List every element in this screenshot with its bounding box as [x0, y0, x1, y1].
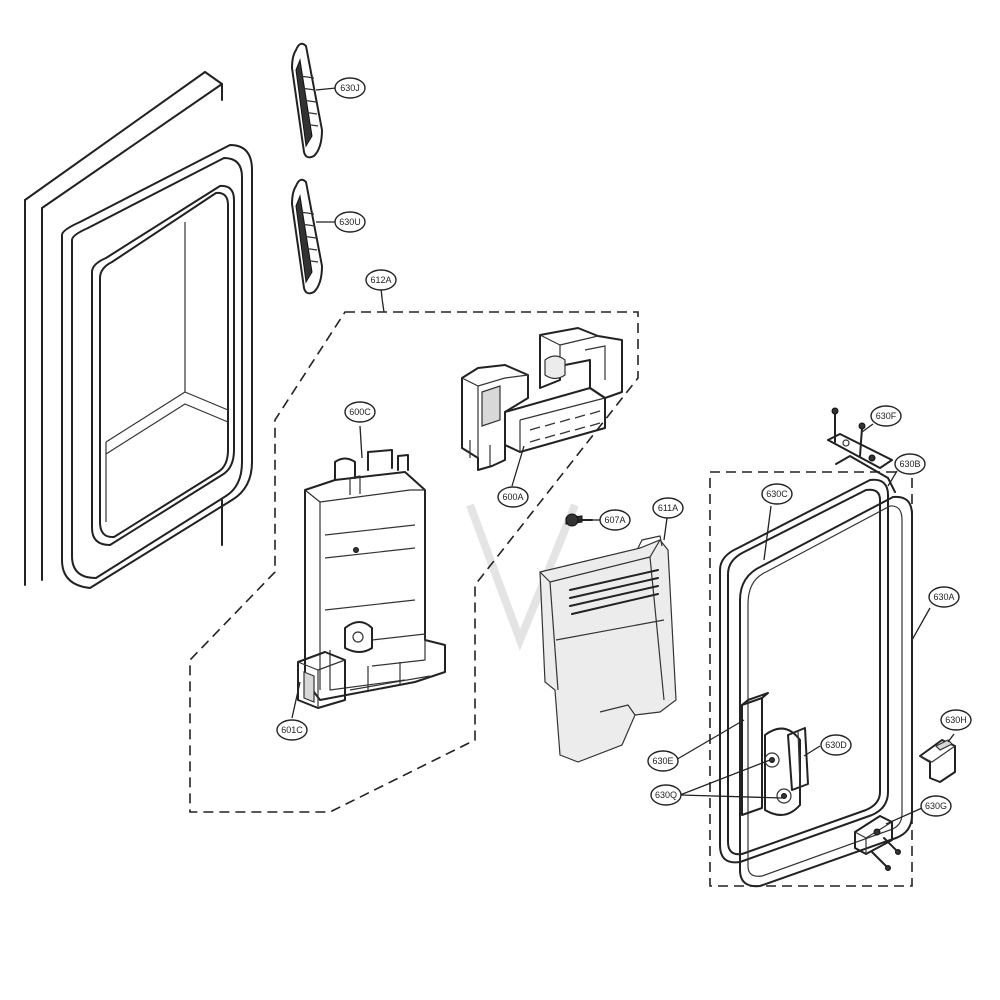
callout-630g: 630G: [920, 795, 952, 817]
callout-label: 630H: [945, 715, 967, 725]
callout-630h: 630H: [940, 709, 972, 731]
callout-612a: 612A: [365, 269, 397, 291]
callout-630f: 630F: [870, 405, 902, 427]
callout-bubble: [650, 784, 682, 806]
callout-600c: 600C: [344, 401, 376, 423]
callout-label: 630C: [766, 489, 788, 499]
callout-label: 611A: [658, 503, 678, 513]
vent-grille-630J: [291, 42, 323, 159]
callout-bubble: [344, 401, 376, 423]
callout-bubble: [276, 719, 308, 741]
callout-label: 630F: [876, 411, 897, 421]
callout-bubble: [652, 497, 684, 519]
watermark: [466, 503, 579, 652]
hinge-block-630H: [919, 739, 956, 783]
hinge-bracket-630F: [827, 407, 893, 469]
callout-607a: 607A: [599, 509, 631, 531]
callout-label: 630J: [340, 83, 360, 93]
callout-label: 630U: [339, 217, 361, 227]
callout-label: 601C: [281, 725, 303, 735]
flap-linkage: [741, 692, 809, 816]
callout-630a: 630A: [928, 586, 960, 608]
callout-bubble: [928, 586, 960, 608]
callout-bubble: [647, 750, 679, 772]
callout-bubble: [334, 77, 366, 99]
callout-bubble: [497, 486, 529, 508]
dispenser-bracket-600C: [304, 449, 446, 701]
assembly-boundary-612A: [189, 311, 639, 813]
callout-label: 612A: [370, 275, 391, 285]
callout-bubble: [334, 211, 366, 233]
callout-bubble: [870, 405, 902, 427]
callout-labels: 630J 630U 612A 600C 600A 607A 611A 601C 630F 630B…: [276, 77, 972, 817]
callout-label: 607A: [604, 515, 625, 525]
callout-bubble: [820, 734, 852, 756]
dispenser-door-630B: [719, 455, 913, 888]
callout-bubble: [761, 483, 793, 505]
ice-maker-600A: [461, 327, 623, 471]
callout-bubble: [599, 509, 631, 531]
leader-lines: [291, 87, 955, 825]
callout-label: 600A: [502, 492, 523, 502]
callout-bubble: [365, 269, 397, 291]
callout-630d: 630D: [820, 734, 852, 756]
callout-630e: 630E: [647, 750, 679, 772]
callout-label: 630E: [652, 756, 673, 766]
callout-bubble: [920, 795, 952, 817]
callout-600a: 600A: [497, 486, 529, 508]
callout-601c: 601C: [276, 719, 308, 741]
callout-label: 630Q: [655, 790, 677, 800]
refrigerator-door: [24, 71, 253, 589]
callout-label: 630A: [933, 592, 954, 602]
callout-630q: 630Q: [650, 784, 682, 806]
callout-bubble: [940, 709, 972, 731]
callout-630c: 630C: [761, 483, 793, 505]
callout-label: 630B: [899, 459, 920, 469]
lower-hinge-630G: [854, 815, 901, 871]
callout-630u: 630U: [334, 211, 366, 233]
callout-label: 630D: [825, 740, 847, 750]
vent-grille-630U: [291, 178, 323, 295]
callout-label: 600C: [349, 407, 371, 417]
motor-601C: [297, 651, 346, 709]
callout-611a: 611A: [652, 497, 684, 519]
dispenser-cover-611A: [539, 535, 677, 763]
callout-bubble: [894, 453, 926, 475]
assembly-boundary-630A: [709, 471, 913, 887]
callout-label: 630G: [925, 801, 947, 811]
callout-630j: 630J: [334, 77, 366, 99]
callout-630b: 630B: [894, 453, 926, 475]
